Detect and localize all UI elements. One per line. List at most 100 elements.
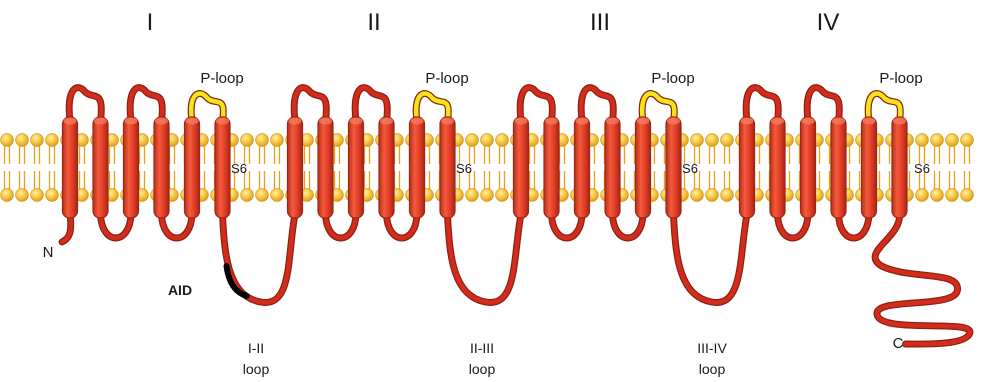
helix-s3 (575, 117, 590, 218)
extracellular-loop (807, 88, 839, 121)
lipid-head-lower (16, 189, 29, 202)
lipid-head-lower (706, 189, 719, 202)
loop-ii-iii-word: loop (469, 361, 496, 377)
lipid-tail-upper (485, 145, 490, 164)
lipid-tail-lower (500, 171, 505, 190)
lipid-tail-lower (35, 171, 40, 190)
lipid-head-upper (241, 134, 254, 147)
lipid-tail-upper (365, 145, 370, 164)
p-loop-segment (868, 93, 900, 121)
lipid-head-upper (706, 134, 719, 147)
extracellular-loop (69, 88, 101, 121)
p-loop-segment (642, 93, 674, 121)
lipid-head-lower (256, 189, 269, 202)
lipid-tail-upper (395, 145, 400, 164)
lipid-head-upper (721, 134, 734, 147)
helix-s1 (63, 117, 78, 218)
lipid-head-upper (466, 134, 479, 147)
lipid-tail-upper (170, 145, 175, 164)
extracellular-loop (355, 88, 387, 121)
helix-s6 (215, 117, 230, 218)
lipid-tail-upper (590, 145, 595, 164)
lipid-head-upper (916, 134, 929, 147)
extracellular-loop (130, 88, 162, 121)
lipid-head-lower (496, 189, 509, 202)
lipid-tail-lower (395, 171, 400, 190)
lipid-tail-lower (20, 171, 25, 190)
helix-s6 (666, 117, 681, 218)
lipid-head-upper (31, 134, 44, 147)
lipid-head-lower (271, 189, 284, 202)
helix-s4 (379, 117, 394, 218)
lipid-head-upper (1, 134, 14, 147)
lipid-tail-upper (530, 145, 535, 164)
domain-label-ii: II (367, 9, 380, 36)
p-loop-label-iii: P-loop (651, 70, 694, 87)
lipid-head-lower (961, 189, 974, 202)
lipid-tail-lower (560, 171, 565, 190)
lipid-tail-lower (965, 171, 970, 190)
helix-s2 (770, 117, 785, 218)
lipid-tail-lower (80, 171, 85, 190)
lipid-tail-lower (260, 171, 265, 190)
lipid-head-lower (241, 189, 254, 202)
lipid-tail-upper (50, 145, 55, 164)
helix-s6 (440, 117, 455, 218)
lipid-tail-upper (275, 145, 280, 164)
lipid-head-upper (271, 134, 284, 147)
lipid-tail-lower (710, 171, 715, 190)
lipid-tail-lower (275, 171, 280, 190)
transmembrane-helices (63, 117, 908, 218)
helix-s2 (544, 117, 559, 218)
p-loop-label-iv: P-loop (879, 70, 922, 87)
lipid-tail-lower (950, 171, 955, 190)
helix-s4 (605, 117, 620, 218)
lipid-head-lower (481, 189, 494, 202)
lipid-head-lower (721, 189, 734, 202)
lipid-head-upper (46, 134, 59, 147)
lipid-tail-upper (560, 145, 565, 164)
helix-s2 (318, 117, 333, 218)
lipid-head-upper (496, 134, 509, 147)
lipid-head-lower (31, 189, 44, 202)
domain-label-iv: IV (817, 9, 840, 36)
helix-s3 (349, 117, 364, 218)
c-terminus-label: C (893, 335, 904, 352)
domain-label-i: I (147, 9, 154, 36)
s6-label-iii: S6 (682, 161, 698, 176)
lipid-tail-upper (260, 145, 265, 164)
lipid-tail-lower (530, 171, 535, 190)
loop-iii-iv-word: loop (699, 361, 726, 377)
s6-label-iv: S6 (914, 161, 930, 176)
lipid-tail-upper (755, 145, 760, 164)
s6-label-ii: S6 (456, 161, 472, 176)
lipid-head-upper (691, 134, 704, 147)
lipid-tail-upper (140, 145, 145, 164)
lipid-head-upper (481, 134, 494, 147)
lipid-tail-upper (35, 145, 40, 164)
lipid-head-lower (691, 189, 704, 202)
extracellular-loop (294, 88, 326, 121)
lipid-head-lower (931, 189, 944, 202)
p-loop-label-i: P-loop (200, 70, 243, 87)
lipid-tail-upper (935, 145, 940, 164)
lipid-head-upper (256, 134, 269, 147)
lipid-tail-upper (5, 145, 10, 164)
helix-s1 (740, 117, 755, 218)
n-terminus-label: N (43, 244, 54, 261)
helix-s3 (801, 117, 816, 218)
lipid-tail-upper (950, 145, 955, 164)
loop-ii-iii (448, 214, 522, 302)
lipid-head-upper (931, 134, 944, 147)
helix-s1 (288, 117, 303, 218)
lipid-tail-upper (305, 145, 310, 164)
s6-label-i: S6 (231, 161, 247, 176)
lipid-tail-upper (725, 145, 730, 164)
helix-s4 (154, 117, 169, 218)
lipid-tail-lower (140, 171, 145, 190)
lipid-tail-upper (425, 145, 430, 164)
lipid-head-upper (16, 134, 29, 147)
helix-s5 (410, 117, 425, 218)
loop-i-ii-word: loop (243, 361, 270, 377)
